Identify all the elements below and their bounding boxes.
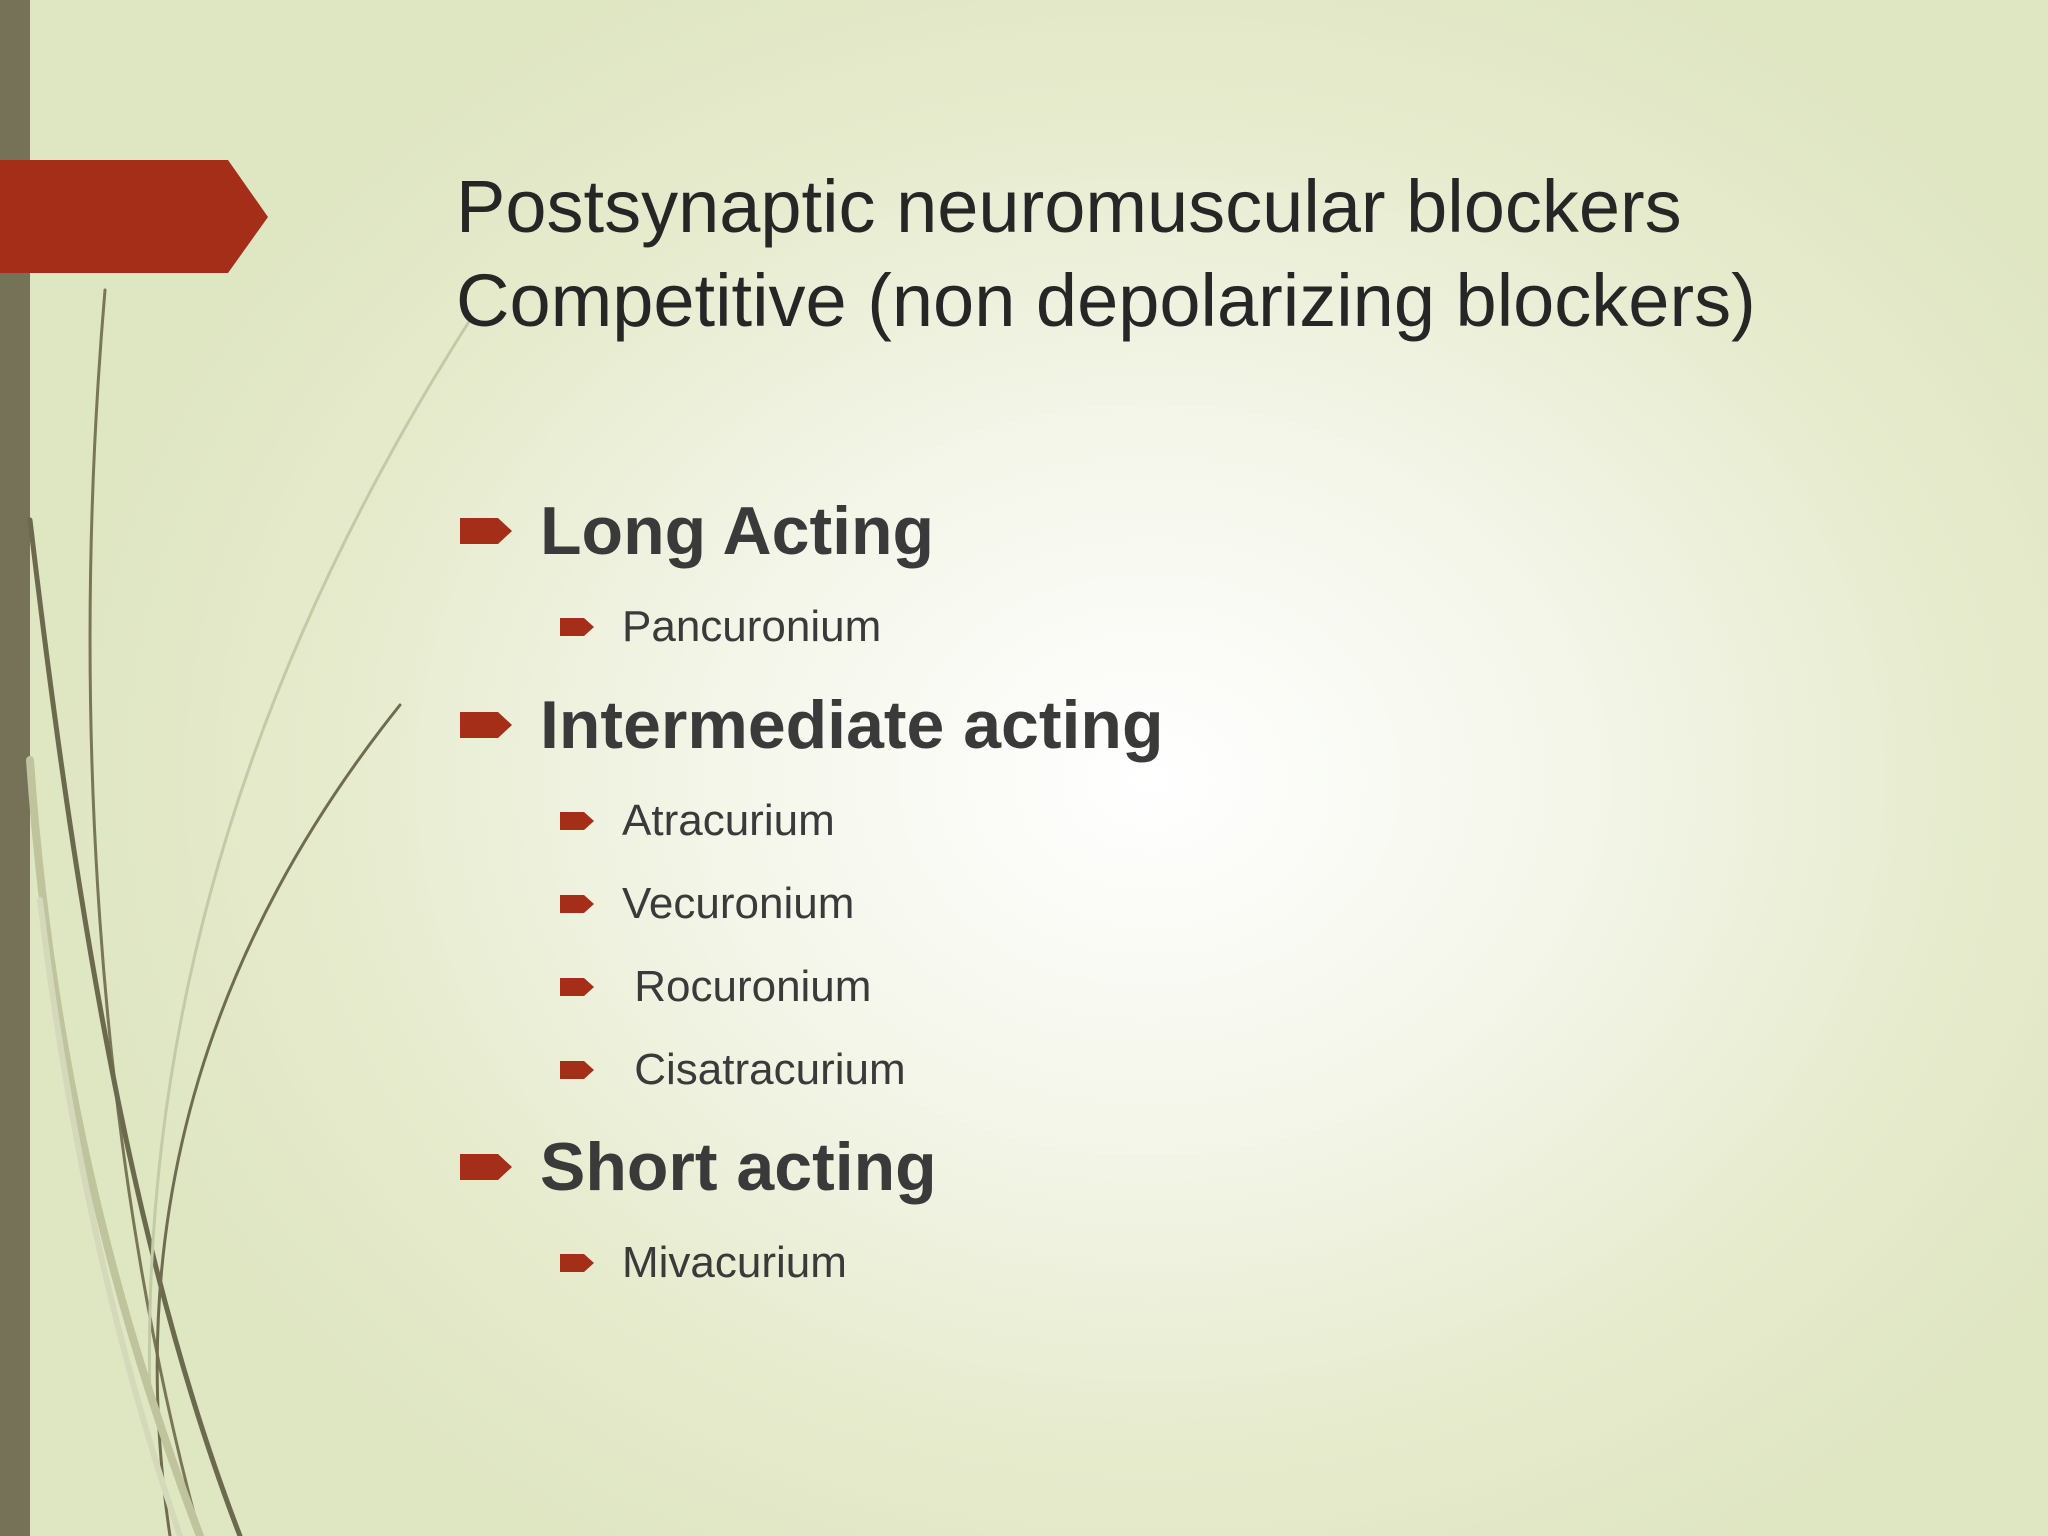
bullet-heading-text: Intermediate acting [540,687,1164,763]
arrow-bullet-icon [460,518,512,544]
grass-stroke [88,288,202,1536]
grass-stroke [26,756,204,1536]
arrow-bullet-icon [560,618,594,636]
bullet-heading-text: Long Acting [540,493,935,569]
arrow-bullet-icon [560,1254,594,1272]
bullet-group-heading: Long Acting [460,486,934,576]
bullet-item-text: Mivacurium [622,1238,847,1287]
bullet-list: Long Acting Pancuronium Intermediate act… [456,0,1856,1536]
bullet-item-text: Cisatracurium [622,1045,906,1094]
slide-title: Postsynaptic neuromuscular blockers Comp… [456,160,1976,348]
arrow-bullet-icon [560,978,594,996]
arrow-bullet-icon [560,812,594,830]
bullet-item: Cisatracurium [560,1040,906,1100]
arrow-bullet-icon [460,1154,512,1180]
arrow-bullet-icon [560,895,594,913]
bullet-item-text: Rocuronium [622,962,872,1011]
bullet-item: Pancuronium [560,597,881,657]
title-line-1: Postsynaptic neuromuscular blockers [456,165,1682,248]
arrow-bullet-icon [460,712,512,738]
grass-stroke [27,517,243,1536]
bullet-item-text: Vecuronium [622,879,855,928]
title-line-2: Competitive (non depolarizing blockers) [456,259,1756,342]
bullet-item-text: Pancuronium [622,602,882,651]
grass-stroke [155,703,402,1536]
title-banner-arrow [0,160,268,273]
bullet-item: Atracurium [560,791,835,851]
bullet-item: Vecuronium [560,874,854,934]
bullet-group-heading: Intermediate acting [460,680,1164,770]
bullet-item-text: Atracurium [622,796,835,845]
bullet-heading-text: Short acting [540,1129,937,1205]
bullet-item: Rocuronium [560,957,871,1017]
arrow-bullet-icon [560,1061,594,1079]
bullet-item: Mivacurium [560,1233,847,1293]
bullet-group-heading: Short acting [460,1122,937,1212]
grass-stroke [37,897,183,1536]
grass-stroke [147,318,472,1402]
